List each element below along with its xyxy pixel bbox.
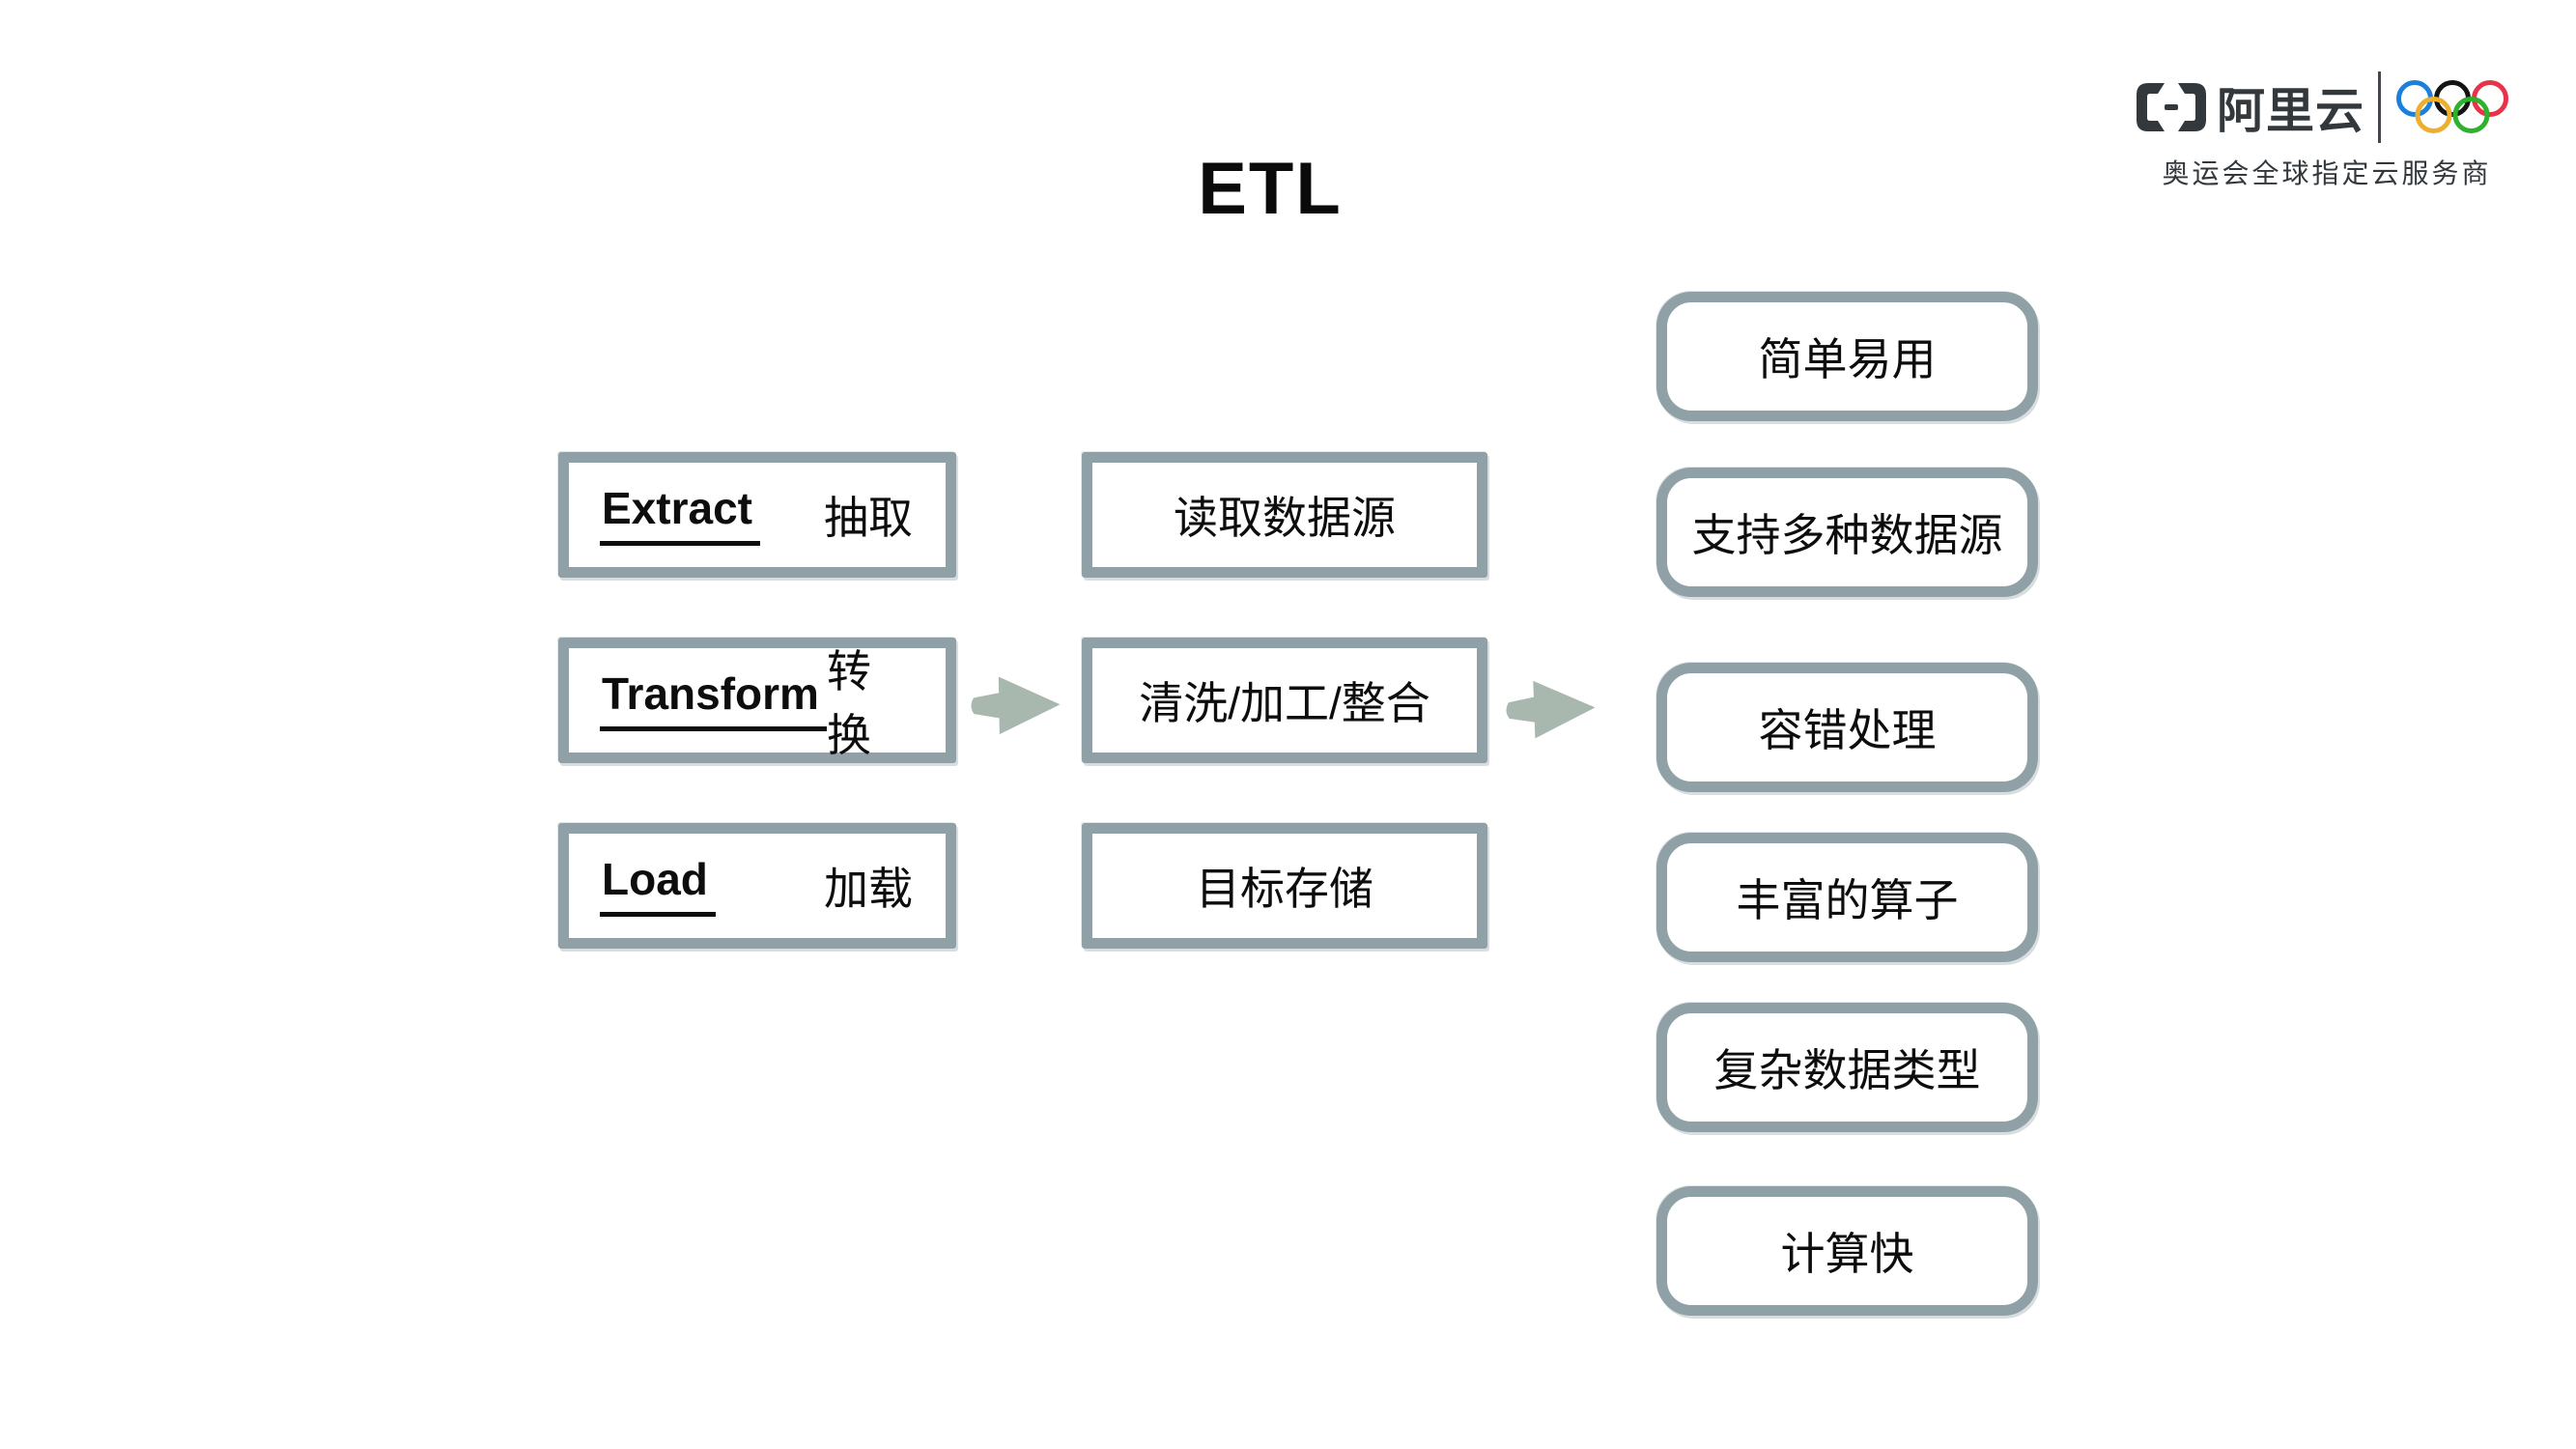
stage-box-load: Load 加载 (558, 823, 956, 949)
action-label: 读取数据源 (1174, 493, 1396, 543)
feature-label: 复杂数据类型 (1713, 1045, 1981, 1095)
stage-en-label: Extract (600, 484, 760, 547)
feature-label: 支持多种数据源 (1691, 510, 2003, 560)
feature-label: 计算快 (1780, 1229, 1914, 1279)
feature-box: 容错处理 (1656, 663, 2038, 792)
stage-zh-label: 转换 (826, 646, 871, 760)
stage-en-label: Transform (600, 669, 827, 732)
olympic-rings-icon (2396, 80, 2508, 133)
feature-label: 简单易用 (1758, 334, 1937, 384)
alibaba-cloud-brackets-icon (2137, 83, 2206, 131)
feature-box: 计算快 (1656, 1186, 2038, 1316)
feature-box: 丰富的算子 (1656, 833, 2038, 962)
action-label: 目标存储 (1196, 864, 1373, 914)
logo-row: 阿里云 (2136, 71, 2518, 143)
stage-en-label: Load (600, 855, 716, 918)
feature-box: 支持多种数据源 (1656, 468, 2038, 597)
alibaba-cloud-logo: 阿里云 奥运会全球指定云服务商 (2136, 71, 2518, 191)
logo-slogan: 奥运会全球指定云服务商 (2162, 158, 2492, 188)
stage-box-transform: Transform 转换 (558, 638, 956, 763)
action-box-read-source: 读取数据源 (1082, 452, 1487, 578)
action-box-clean-process-merge: 清洗/加工/整合 (1082, 638, 1487, 763)
stage-zh-label: 抽取 (824, 493, 913, 543)
feature-label: 容错处理 (1758, 705, 1937, 755)
action-label: 清洗/加工/整合 (1139, 678, 1430, 728)
action-box-target-storage: 目标存储 (1082, 823, 1487, 949)
flow-arrow-icon (971, 676, 1061, 735)
feature-box: 简单易用 (1656, 292, 2038, 421)
logo-divider (2378, 71, 2381, 143)
feature-box: 复杂数据类型 (1656, 1003, 2038, 1132)
page-title: ETL (1198, 148, 1343, 230)
brand-name: 阿里云 (2217, 84, 2364, 138)
feature-label: 丰富的算子 (1736, 875, 1959, 925)
stage-zh-label: 加载 (824, 864, 913, 914)
stage-box-extract: Extract 抽取 (558, 452, 956, 578)
flow-arrow-icon (1506, 680, 1596, 739)
